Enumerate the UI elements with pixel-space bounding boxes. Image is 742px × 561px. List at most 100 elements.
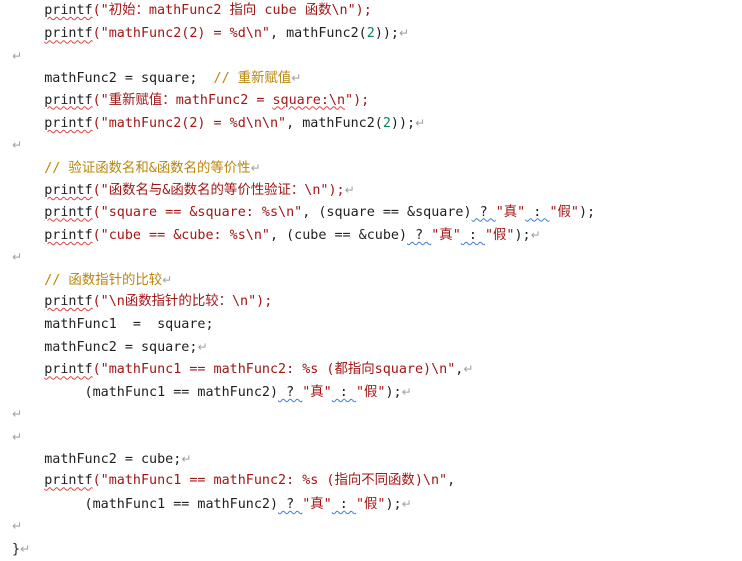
code-token: ); (578, 204, 596, 220)
code-token: , mathFunc2( (270, 26, 367, 42)
code-token: printf (44, 294, 93, 310)
code-token: printf (44, 362, 93, 378)
code-token: , (cube == &cube) (270, 228, 408, 243)
code-token (12, 93, 44, 108)
paragraph-mark-icon: ↵ (162, 272, 173, 287)
code-line: // 函数指针的比较↵ (12, 269, 172, 291)
code-line: printf("cube == &cube: %s\n", (cube == &… (12, 224, 540, 246)
paragraph-mark-icon: ↵ (12, 407, 23, 422)
code-line: printf("函数名与&函数名的等价性验证：\n");↵ (12, 179, 355, 201)
code-token: printf (44, 92, 93, 108)
code-token: 2 (382, 116, 391, 131)
code-token: } (12, 541, 21, 557)
code-line: ↵ (12, 403, 22, 425)
code-token: printf (44, 473, 93, 489)
code-token: // 函数指针的比较 (44, 272, 163, 288)
code-line: ↵ (12, 134, 22, 156)
code-token: ("mathFunc2(2) = %d\n" (92, 26, 270, 42)
code-token (12, 294, 44, 309)
code-line: printf("\n函数指针的比较：\n"); (12, 291, 272, 313)
paragraph-mark-icon: ↵ (250, 160, 261, 175)
code-token: , mathFunc2( (286, 116, 383, 131)
code-line: mathFunc1 = square; (12, 314, 214, 336)
paragraph-mark-icon: ↵ (344, 183, 355, 198)
code-token: 2 (366, 26, 375, 42)
code-line: mathFunc2 = square; // 重新赋值↵ (12, 67, 301, 89)
code-token: "假" (549, 204, 579, 220)
code-token: "真" (302, 384, 332, 400)
paragraph-mark-icon: ↵ (12, 48, 23, 63)
code-token: (mathFunc1 == mathFunc2) (12, 496, 279, 512)
code-line: ↵ (12, 515, 22, 537)
code-line: printf("mathFunc2(2) = %d\n", mathFunc2(… (12, 22, 409, 44)
code-token: printf (44, 26, 93, 42)
code-token (12, 205, 44, 220)
paragraph-mark-icon: ↵ (401, 384, 412, 399)
code-line: }↵ (12, 538, 30, 560)
code-token: : (331, 496, 356, 512)
code-token: ); (385, 496, 402, 512)
code-token: ("square == &square: %s\n" (92, 204, 303, 220)
code-token: (mathFunc1 == mathFunc2) (12, 384, 279, 400)
code-token: printf (44, 204, 93, 220)
code-token (12, 273, 44, 288)
code-token: ("mathFunc2(2) = %d\n\n" (92, 116, 287, 131)
code-token: square:\n (272, 92, 346, 108)
code-line: (mathFunc1 == mathFunc2) ? "真" : "假");↵ (12, 381, 412, 403)
code-document: printf("初始：mathFunc2 指向 cube 函数\n"); pri… (12, 0, 596, 557)
code-token: )); (390, 116, 416, 131)
paragraph-mark-icon: ↵ (12, 519, 23, 534)
code-token (12, 116, 44, 131)
code-line: ↵ (12, 246, 22, 268)
code-line: printf("初始：mathFunc2 指向 cube 函数\n"); (12, 0, 372, 22)
code-token: "真" (302, 496, 332, 512)
code-token: ? (278, 496, 303, 512)
code-token: // 重新赋值 (213, 71, 292, 87)
code-token (12, 26, 44, 41)
code-token: "真" (495, 204, 526, 220)
code-token (12, 161, 44, 176)
code-token: printf (44, 183, 93, 199)
code-token: ); (385, 384, 402, 400)
code-token (12, 183, 44, 198)
code-token: "真" (431, 228, 461, 243)
paragraph-mark-icon: ↵ (463, 362, 474, 377)
code-token: ("cube == &cube: %s\n" (92, 228, 270, 243)
paragraph-mark-icon: ↵ (291, 71, 302, 86)
code-token: // 验证函数名和&函数名的等价性 (44, 160, 251, 176)
code-token: ("\n函数指针的比较：\n"); (92, 294, 273, 310)
code-token: mathFunc2 = cube; (12, 452, 182, 467)
code-token: , (square == &square) (302, 204, 472, 220)
code-token: ("重新赋值：mathFunc2 = (92, 92, 273, 108)
code-token (12, 362, 44, 377)
code-line: mathFunc2 = square;↵ (12, 336, 208, 358)
code-token: printf (44, 116, 93, 131)
code-token: ? (407, 228, 432, 243)
paragraph-mark-icon: ↵ (197, 340, 208, 354)
code-token: mathFunc2 = square; (12, 340, 198, 355)
code-line: mathFunc2 = cube;↵ (12, 448, 191, 470)
code-token: : (525, 204, 550, 220)
paragraph-mark-icon: ↵ (12, 250, 23, 265)
code-token: ); (514, 228, 531, 243)
paragraph-mark-icon: ↵ (12, 429, 23, 444)
code-token: "); (345, 92, 370, 108)
code-token: "假" (355, 384, 386, 400)
code-line: printf("mathFunc2(2) = %d\n\n", mathFunc… (12, 112, 425, 134)
code-token (12, 228, 44, 243)
code-token (12, 3, 44, 18)
code-token: : (331, 384, 356, 400)
code-token: ? (471, 204, 496, 220)
code-token: ? (278, 384, 303, 400)
code-token: printf (44, 3, 93, 18)
code-line: ↵ (12, 45, 22, 67)
code-line: printf("mathFunc1 == mathFunc2: %s (指向不同… (12, 470, 455, 492)
code-token: mathFunc1 = square; (12, 316, 214, 332)
code-line: printf("重新赋值：mathFunc2 = square:\n"); (12, 90, 369, 112)
paragraph-mark-icon: ↵ (181, 452, 192, 466)
code-token (12, 473, 44, 488)
code-token: , (455, 362, 464, 378)
paragraph-mark-icon: ↵ (415, 116, 426, 130)
code-line: ↵ (12, 426, 22, 448)
code-token: : (460, 228, 485, 243)
